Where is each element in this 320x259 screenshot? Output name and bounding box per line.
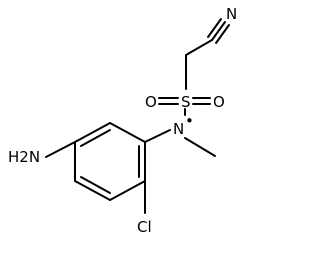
nitrogen-to-methyl-bond xyxy=(184,137,216,157)
ring-bond-top-right xyxy=(109,122,146,143)
sulfonyl-oxygen-bond-right xyxy=(192,97,211,105)
ring-bond-top-left-inner xyxy=(80,129,111,147)
nitrile-triple-bond xyxy=(207,18,230,44)
ring-to-nitrogen-bond xyxy=(144,129,171,143)
amine-label: H2N xyxy=(8,148,40,166)
sulfur-label: S xyxy=(181,93,191,111)
oxygen-right-label: O xyxy=(213,93,225,111)
nitrile-nitrogen-label: N xyxy=(226,5,237,23)
oxygen-left-label: O xyxy=(145,93,157,111)
ring-bond-bottom-left xyxy=(74,180,111,201)
radical-dot: • xyxy=(185,112,194,130)
sulfonyl-oxygen-bond-left xyxy=(158,97,179,105)
ring-bond-top-left xyxy=(74,122,111,143)
ring-bond-bottom-right xyxy=(109,180,146,201)
chemical-structure-diagram: H2N N • S O O Cl N xyxy=(8,5,237,236)
nitrogen-label: N xyxy=(173,120,184,138)
ring-bond-bottom-left-inner xyxy=(80,176,111,194)
ch2-ch2-bond xyxy=(185,39,213,56)
benzene-ring xyxy=(74,122,146,201)
amine-bond xyxy=(45,141,76,158)
chlorine-label: Cl xyxy=(137,218,152,236)
